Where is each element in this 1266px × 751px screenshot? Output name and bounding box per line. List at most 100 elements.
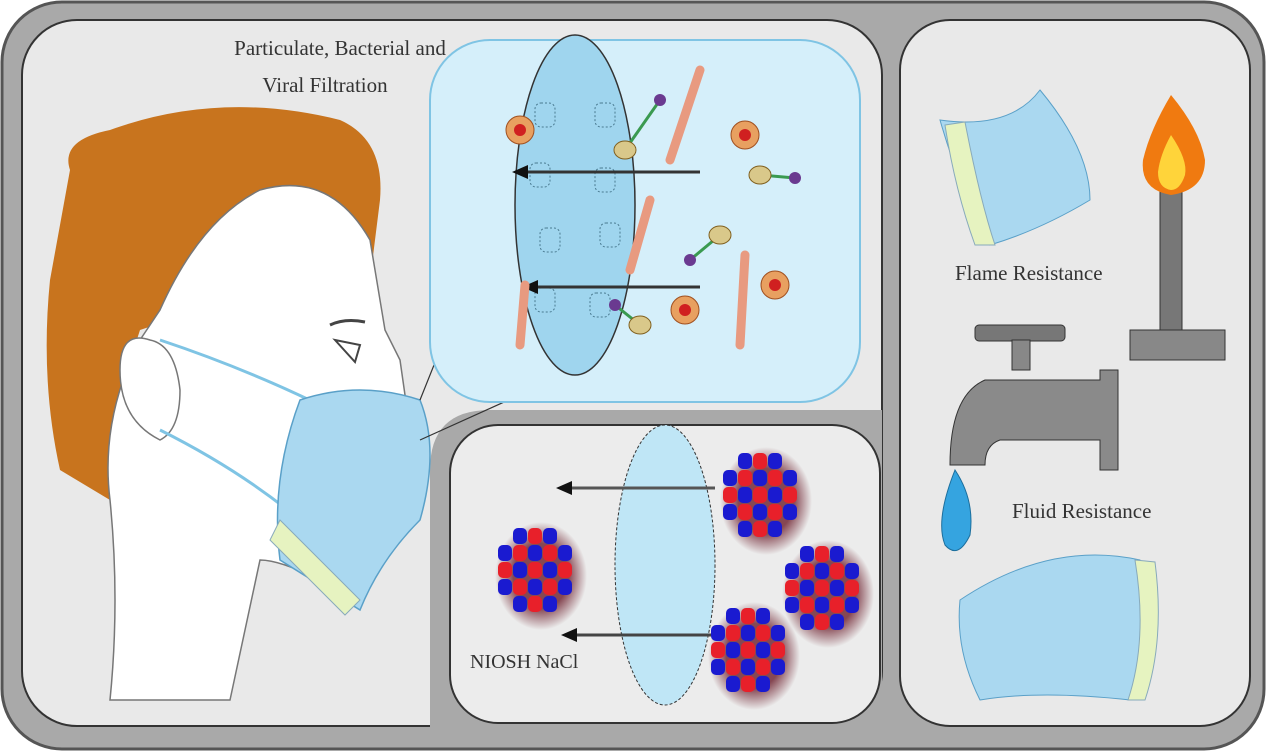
nacl-ion bbox=[528, 562, 542, 578]
candle-burner bbox=[1129, 95, 1226, 361]
nacl-ion bbox=[738, 504, 752, 520]
nacl-ion bbox=[711, 642, 725, 658]
virus-core bbox=[769, 279, 781, 291]
niosh-arrows bbox=[556, 481, 715, 642]
nacl-ion bbox=[558, 562, 572, 578]
phage-head bbox=[628, 315, 652, 335]
phage-tail bbox=[623, 99, 662, 151]
nacl-ion bbox=[768, 487, 782, 503]
nacl-ion bbox=[726, 625, 740, 641]
eye bbox=[332, 338, 362, 364]
nacl-ion bbox=[845, 597, 859, 613]
nacl-ion bbox=[753, 470, 767, 486]
nacl-ion bbox=[815, 614, 829, 630]
nacl-ion bbox=[741, 625, 755, 641]
nacl-ion bbox=[815, 546, 829, 562]
nacl-ion bbox=[738, 521, 752, 537]
nacl-ion bbox=[723, 487, 737, 503]
nacl-ion bbox=[498, 579, 512, 595]
filter-pore bbox=[594, 102, 616, 128]
bacterium bbox=[515, 280, 530, 350]
phage-head bbox=[613, 140, 637, 160]
nacl-ion bbox=[528, 545, 542, 561]
filter-pore bbox=[539, 227, 561, 253]
faucet bbox=[941, 324, 1119, 552]
mask-piece-edge bbox=[1127, 559, 1159, 701]
arrow-head-icon bbox=[512, 165, 528, 179]
nacl-ion bbox=[543, 596, 557, 612]
nacl-ion bbox=[726, 676, 740, 692]
mask-piece-bottom bbox=[958, 554, 1159, 701]
filter-layer bbox=[514, 34, 636, 376]
filter-pore bbox=[599, 222, 621, 248]
nacl-ion bbox=[830, 580, 844, 596]
nacl-ion bbox=[771, 659, 785, 675]
nacl-ion bbox=[753, 521, 767, 537]
filtration-title-line2: Viral Filtration bbox=[262, 73, 388, 97]
arrow-head-icon bbox=[522, 280, 538, 294]
phage-head bbox=[708, 225, 732, 245]
phage-base bbox=[684, 254, 696, 266]
phage-base bbox=[654, 94, 666, 106]
nacl-ion bbox=[800, 614, 814, 630]
nacl-ion bbox=[726, 659, 740, 675]
nacl-ion bbox=[753, 487, 767, 503]
nacl-ion bbox=[741, 676, 755, 692]
phage-base bbox=[609, 299, 621, 311]
mask-piece-edge bbox=[944, 121, 996, 246]
nacl-ion bbox=[753, 504, 767, 520]
nacl-ion bbox=[513, 528, 527, 544]
nacl-ion bbox=[815, 563, 829, 579]
nacl-ion bbox=[543, 545, 557, 561]
nacl-ion bbox=[800, 580, 814, 596]
nacl-ion bbox=[768, 521, 782, 537]
fluid-resistance-label: Fluid Resistance bbox=[1012, 499, 1151, 523]
nacl-ion bbox=[800, 563, 814, 579]
candle-base bbox=[1129, 329, 1226, 361]
filtration-title-line1: Particulate, Bacterial and bbox=[234, 36, 446, 60]
nacl-ion bbox=[723, 470, 737, 486]
nacl-ion bbox=[498, 545, 512, 561]
nacl-ion bbox=[528, 528, 542, 544]
nacl-ion bbox=[768, 453, 782, 469]
nacl-ion bbox=[800, 597, 814, 613]
arrow-head-icon bbox=[556, 481, 572, 495]
nacl-ion bbox=[756, 642, 770, 658]
person-head bbox=[46, 107, 411, 701]
flame-resistance-label: Flame Resistance bbox=[955, 261, 1103, 285]
nacl-ion bbox=[768, 504, 782, 520]
nacl-ion bbox=[513, 596, 527, 612]
nacl-ion bbox=[513, 562, 527, 578]
nacl-ion bbox=[543, 528, 557, 544]
nacl-ion bbox=[800, 546, 814, 562]
phage-base bbox=[789, 172, 801, 184]
nacl-ion bbox=[785, 580, 799, 596]
faucet-handle bbox=[974, 324, 1066, 342]
flame-core-icon bbox=[1158, 135, 1186, 190]
pathogen-particles bbox=[505, 65, 801, 350]
nacl-ion bbox=[711, 625, 725, 641]
niosh-label: NIOSH NaCl bbox=[470, 651, 579, 673]
virus-core bbox=[514, 124, 526, 136]
virus-core bbox=[739, 129, 751, 141]
nacl-ion bbox=[513, 545, 527, 561]
nacl-ion bbox=[528, 596, 542, 612]
nacl-ion bbox=[726, 608, 740, 624]
nacl-ion bbox=[711, 659, 725, 675]
nacl-particles bbox=[495, 447, 874, 710]
mask-piece-top bbox=[939, 89, 1091, 246]
nacl-ion bbox=[498, 562, 512, 578]
filter-pore bbox=[534, 102, 556, 128]
filter-pore bbox=[529, 162, 551, 188]
nacl-ion bbox=[741, 642, 755, 658]
nacl-ion bbox=[741, 659, 755, 675]
nacl-ion bbox=[785, 597, 799, 613]
nacl-ion bbox=[738, 487, 752, 503]
faucet-body bbox=[949, 369, 1119, 471]
nacl-ion bbox=[830, 546, 844, 562]
nacl-ion bbox=[558, 579, 572, 595]
nacl-ion bbox=[543, 579, 557, 595]
water-drop-icon bbox=[941, 468, 972, 552]
